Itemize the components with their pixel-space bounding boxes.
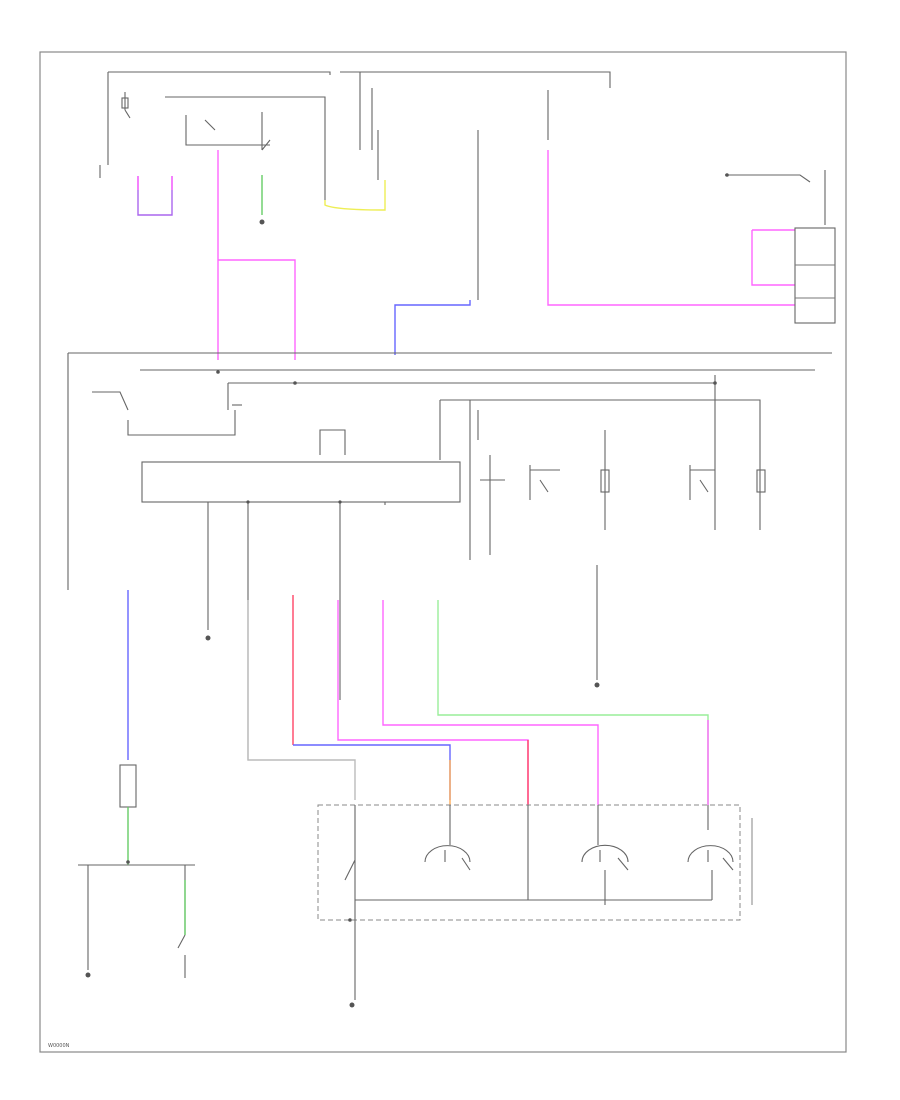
diagram-border <box>39 51 847 1053</box>
footer-code: W0000N <box>48 1043 70 1049</box>
switch-left <box>92 391 242 436</box>
wire-violet <box>137 176 173 216</box>
wire-blue-mid <box>293 744 451 800</box>
control-module <box>141 429 461 760</box>
wire-light-green <box>437 600 709 805</box>
top-fuse-section <box>99 71 611 300</box>
bus-lines <box>67 352 832 590</box>
wire-pink-mid <box>337 600 529 805</box>
motor-unit <box>317 804 753 1008</box>
wire-pink-main <box>217 150 296 360</box>
right-switches <box>469 400 766 688</box>
wire-pink-relay <box>751 229 795 286</box>
wire-pink-mid2 <box>382 600 599 805</box>
ground-mid-left <box>205 635 211 641</box>
relay-box-right <box>725 170 836 324</box>
wire-yellow <box>324 180 386 211</box>
wire-gray <box>247 600 356 800</box>
ground-left-top <box>259 219 265 225</box>
wire-pink-right <box>547 150 795 306</box>
junction-dots <box>216 370 717 504</box>
lower-left-section <box>78 764 195 978</box>
middle-wires <box>127 590 709 805</box>
wire-blue-top <box>394 300 471 355</box>
wire-pink-a <box>137 176 173 190</box>
top-wires <box>137 150 795 360</box>
